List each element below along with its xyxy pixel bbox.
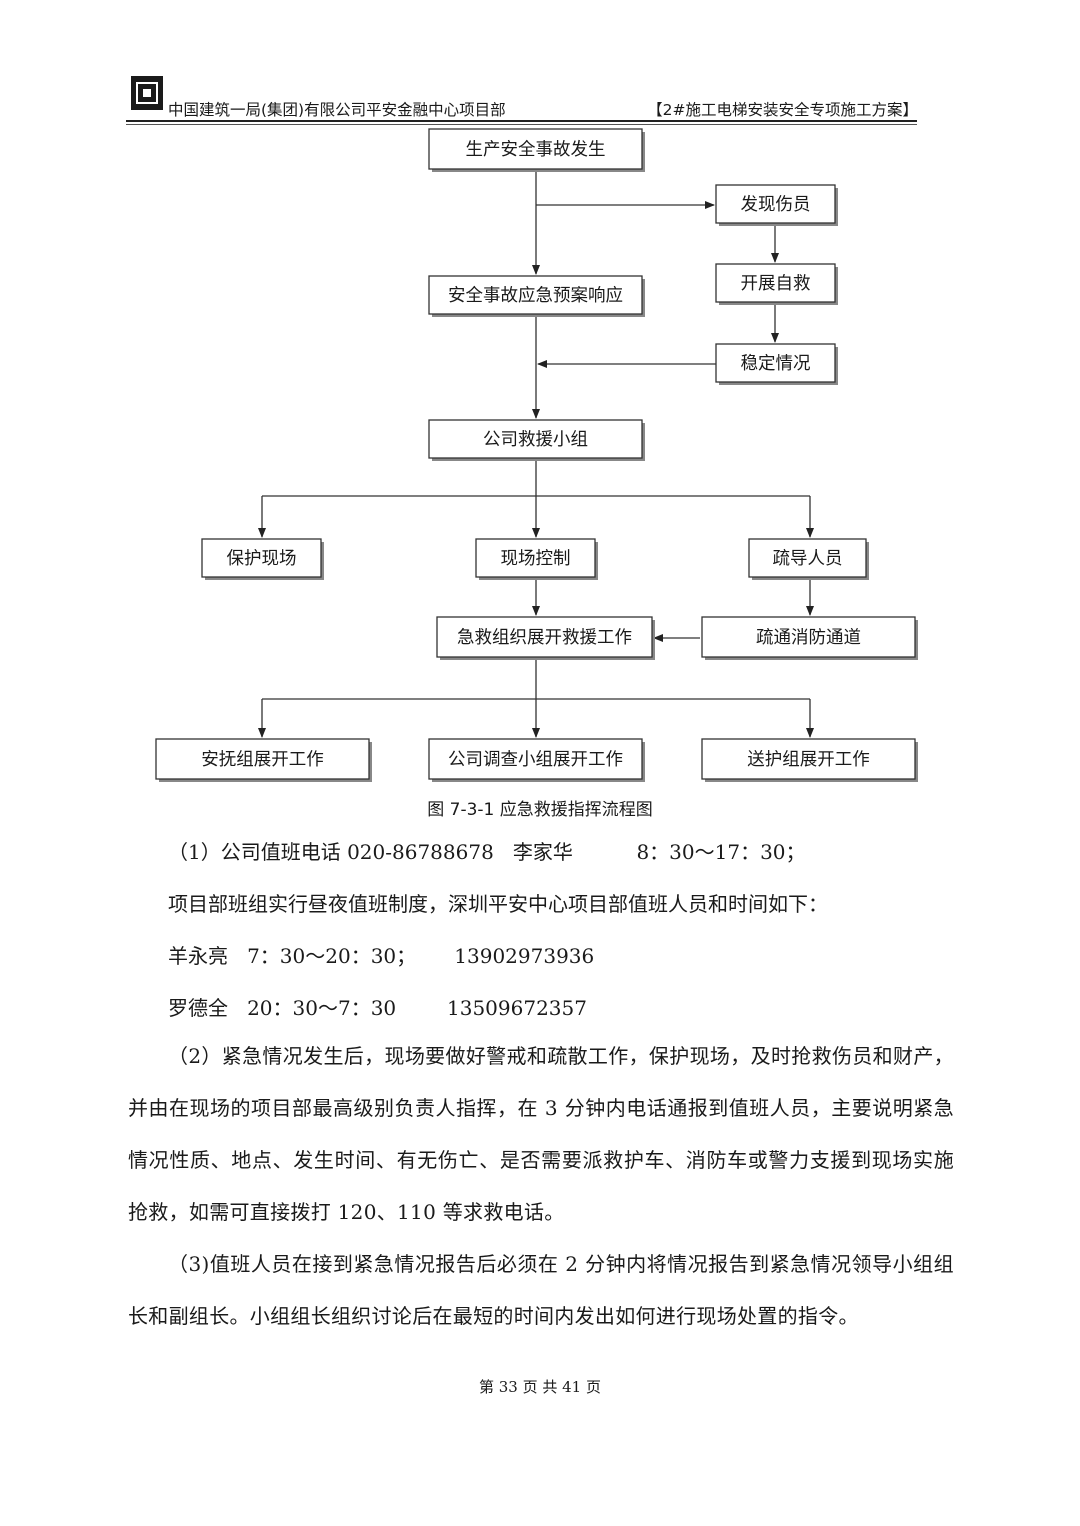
flow-edges: [258, 170, 814, 738]
paragraph-duty-report: （3)值班人员在接到紧急情况报告后必须在 2 分钟内将情况报告到紧急情况领导小组…: [128, 1252, 954, 1328]
figure-caption: 图 7-3-1 应急救援指挥流程图: [427, 800, 653, 820]
company-logo: [131, 76, 163, 110]
node-label: 公司调查小组展开工作: [448, 750, 623, 770]
page-number: 第 33 页 共 41 页: [478, 1378, 601, 1396]
node-evacuate: 疏导人员: [748, 538, 869, 580]
node-label: 安抚组展开工作: [201, 750, 324, 770]
node-label: 稳定情况: [741, 354, 811, 374]
node-investigation-team: 公司调查小组展开工作: [428, 738, 645, 782]
node-label: 发现伤员: [741, 195, 811, 215]
node-protect-scene: 保护现场: [201, 538, 324, 580]
duty-phone-line: （1）公司值班电话 020-86788678 李家华 8：30～17：30；: [168, 840, 806, 864]
node-fire-passage: 疏通消防通道: [701, 616, 918, 660]
paragraph-emergency-response: （2）紧急情况发生后，现场要做好警戒和疏散工作，保护现场，及时抢救伤员和财产，并…: [128, 1044, 954, 1224]
header-rule: [126, 120, 917, 122]
node-scene-control: 现场控制: [475, 538, 598, 580]
duty-schedule-intro: 项目部班组实行昼夜值班制度，深圳平安中心项目部值班人员和时间如下：: [168, 892, 828, 916]
node-label: 送护组展开工作: [747, 750, 870, 770]
node-first-aid: 急救组织展开救援工作: [436, 616, 655, 660]
node-self-rescue: 开展自救: [715, 263, 838, 305]
node-label: 安全事故应急预案响应: [448, 286, 623, 306]
emergency-flowchart: 生产安全事故发生 发现伤员 开展自救 稳定情况 安全事故应急预案响应 公司救援小…: [155, 128, 918, 782]
node-company-team: 公司救援小组: [428, 419, 645, 461]
duty-person-2: 罗德全 20：30～7：30 13509672357: [168, 996, 587, 1020]
node-discover-injured: 发现伤员: [715, 184, 838, 226]
node-stabilize: 稳定情况: [715, 343, 838, 385]
node-label: 生产安全事故发生: [466, 140, 606, 160]
node-label: 疏通消防通道: [756, 628, 861, 648]
node-label: 疏导人员: [773, 549, 843, 569]
node-label: 急救组织展开救援工作: [457, 628, 632, 648]
duty-person-1: 羊永亮 7：30～20：30； 13902973936: [168, 944, 595, 968]
node-comfort-team: 安抚组展开工作: [155, 738, 372, 782]
header-rule-thin: [126, 124, 917, 125]
node-label: 公司救援小组: [483, 430, 588, 450]
node-response: 安全事故应急预案响应: [428, 275, 645, 317]
header-document-title: 【2#施工电梯安装安全专项施工方案】: [647, 101, 918, 119]
node-label: 保护现场: [227, 549, 297, 569]
node-label: 开展自救: [741, 274, 811, 294]
header-company: 中国建筑一局(集团)有限公司平安金融中心项目部: [168, 101, 506, 119]
node-label: 现场控制: [501, 549, 571, 569]
node-escort-team: 送护组展开工作: [701, 738, 918, 782]
node-accident: 生产安全事故发生: [428, 128, 645, 172]
